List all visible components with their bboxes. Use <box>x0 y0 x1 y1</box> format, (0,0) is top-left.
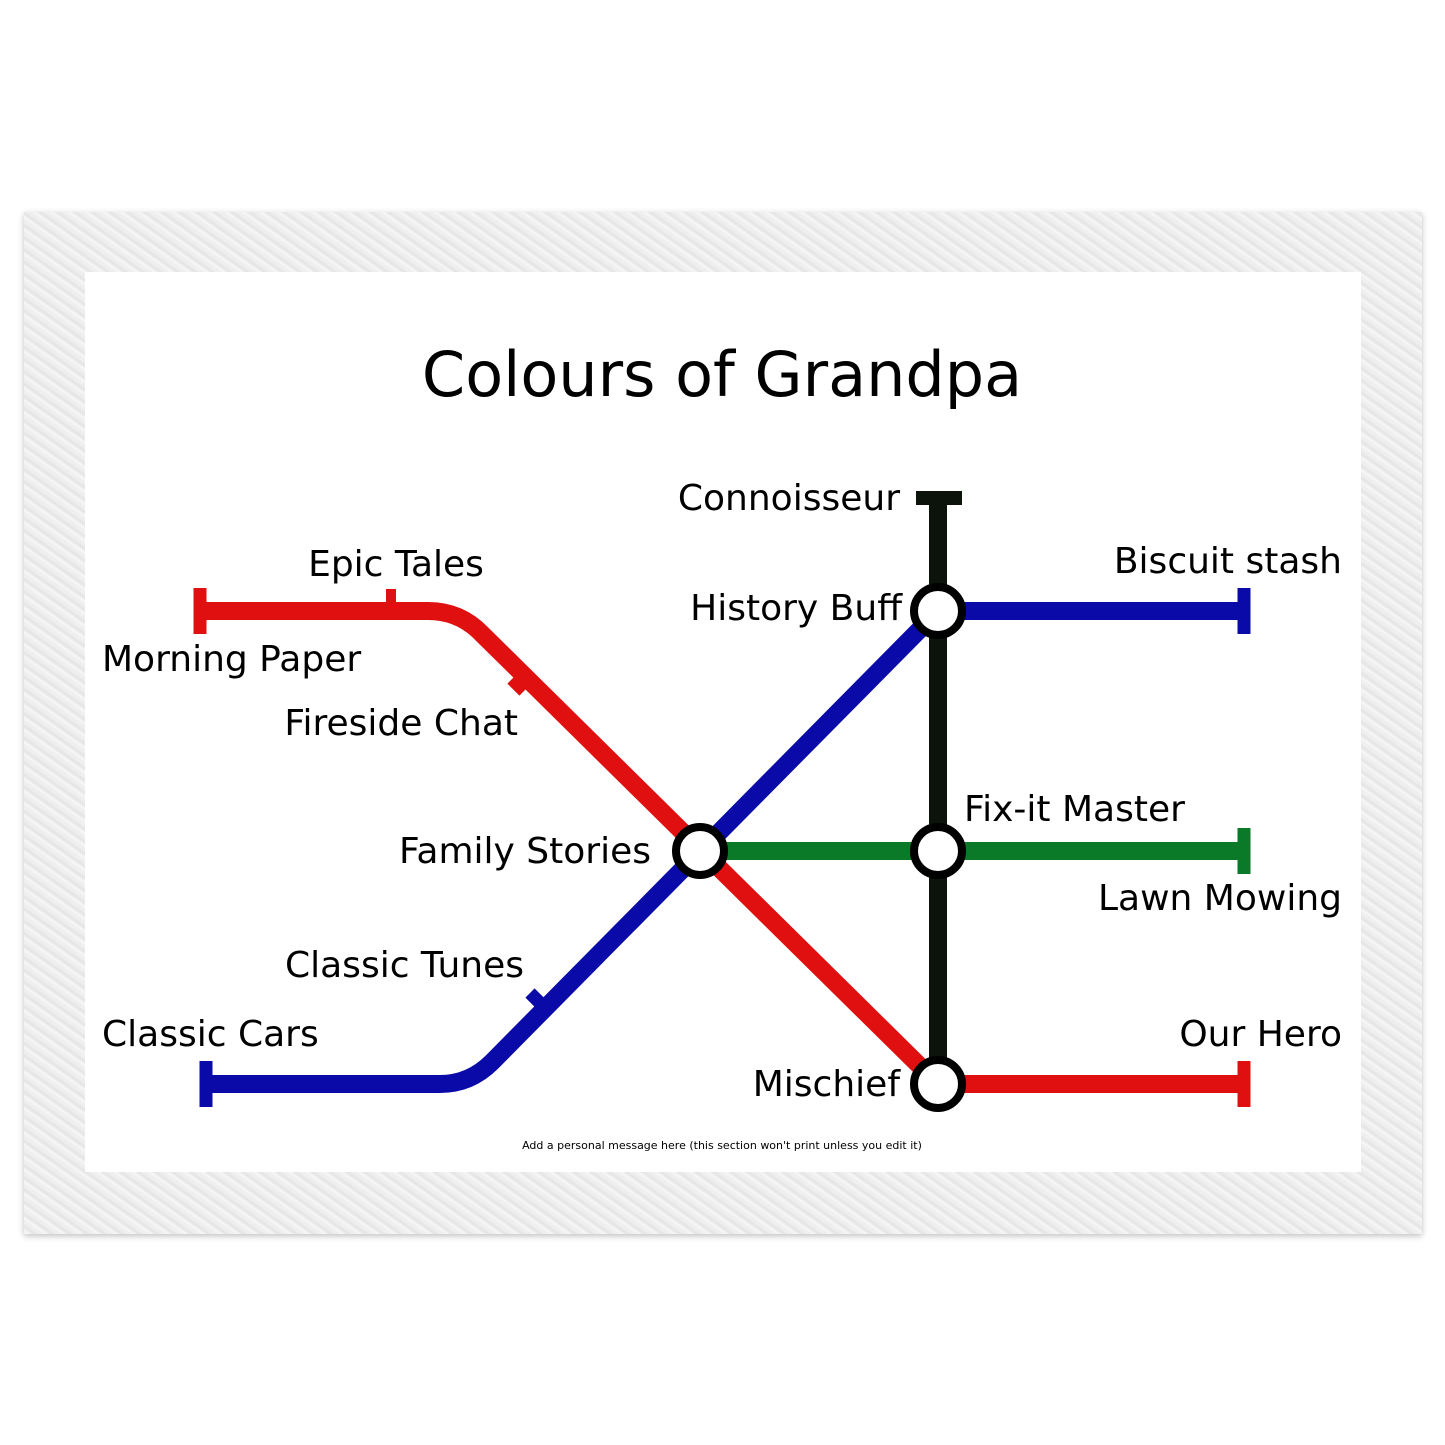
label-classic-tunes: Classic Tunes <box>285 945 524 986</box>
interchange-history-buff <box>910 583 966 639</box>
label-fix-it-master: Fix-it Master <box>964 789 1185 830</box>
label-family-stories: Family Stories <box>399 831 651 872</box>
label-history-buff: History Buff <box>690 588 903 629</box>
label-epic-tales: Epic Tales <box>308 544 484 585</box>
personal-message[interactable]: Add a personal message here (this sectio… <box>522 1139 922 1152</box>
label-fireside-chat: Fireside Chat <box>284 703 518 744</box>
label-mischief: Mischief <box>753 1064 902 1105</box>
label-biscuit-stash: Biscuit stash <box>1114 541 1342 582</box>
red-tick-fireside-chat <box>507 674 529 696</box>
poster-title: Colours of Grandpa <box>422 338 1022 411</box>
interchange-fix-it-master <box>910 823 966 879</box>
blue-tick-classic-tunes <box>525 988 545 1008</box>
label-our-hero: Our Hero <box>1179 1014 1342 1055</box>
red-line <box>193 588 1251 1107</box>
poster-canvas <box>85 272 1361 1172</box>
label-classic-cars: Classic Cars <box>102 1014 319 1055</box>
label-morning-paper: Morning Paper <box>102 639 361 680</box>
blue-line-track <box>206 602 1244 1093</box>
blue-line <box>199 588 1251 1107</box>
interchange-mischief <box>910 1056 966 1112</box>
label-connoisseur: Connoisseur <box>678 478 900 519</box>
label-lawn-mowing: Lawn Mowing <box>1098 878 1342 919</box>
green-line <box>700 828 1251 874</box>
interchange-family-stories <box>672 823 728 879</box>
red-line-track <box>200 602 1244 1093</box>
